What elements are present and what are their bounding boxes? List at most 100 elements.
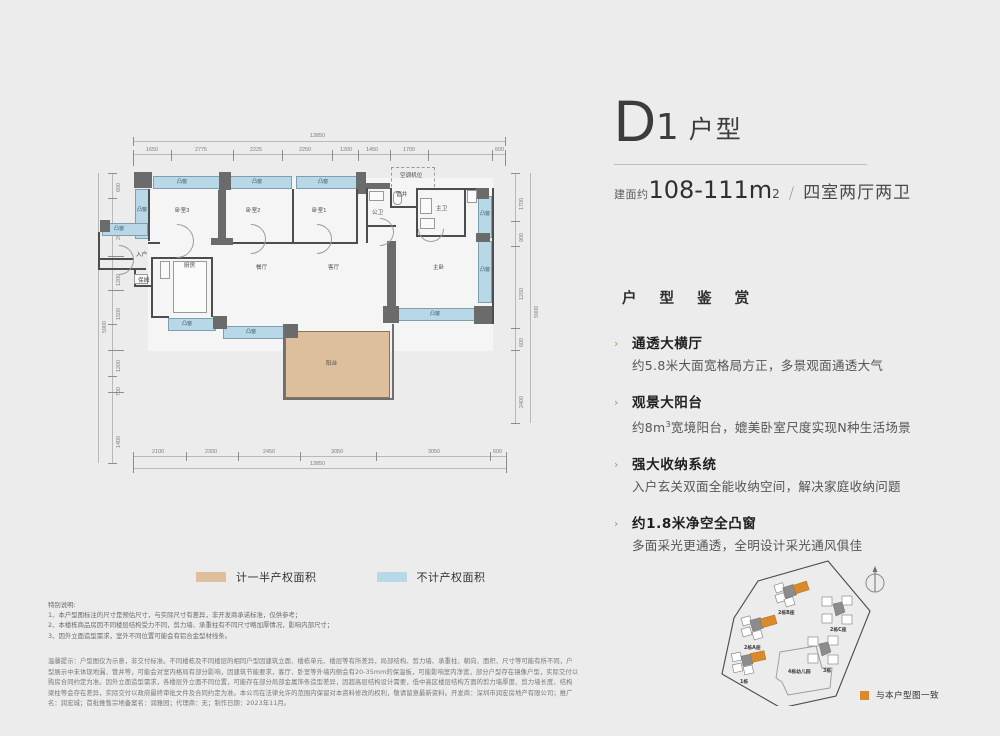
dim-bot-0: 2100 — [152, 449, 164, 455]
room-label-bedroom2: 卧室2 — [246, 208, 261, 214]
legend-label-half: 计一半产权面积 — [236, 571, 317, 584]
tower-label-2c: 2栋C座 — [830, 628, 847, 633]
feature-item: › 观景大阳台 约8m3宽境阳台，媲美卧室尺度实现N种生活场景 — [614, 395, 974, 436]
room-label-living: 客厅 — [328, 265, 340, 271]
wall-line — [356, 189, 358, 244]
wall-line — [148, 189, 150, 241]
stove-fixture — [160, 261, 170, 279]
north-arrow-icon — [862, 563, 888, 601]
wall-line — [233, 242, 293, 244]
site-plan: 2栋B座 2栋C座 — [718, 556, 908, 709]
special-note-line: 1、本户型图标注的尺寸是预估尺寸，与实际尺寸有差异，非开发商承诺标准，仅供参考； — [48, 611, 302, 619]
dim-right-2: 1250 — [519, 288, 525, 300]
structural-wall — [474, 306, 492, 324]
dim-top-7: 600 — [495, 147, 504, 153]
unit-title: D 1 户型 — [614, 88, 974, 151]
room-label-bedroom1: 卧室1 — [312, 208, 327, 214]
tower-1 — [730, 648, 774, 684]
dim-top-2: 2225 — [250, 147, 262, 153]
balcony-area — [285, 331, 390, 398]
dim-bot-3: 3050 — [331, 449, 343, 455]
wall-line — [416, 235, 466, 237]
tower-label-kindergarten: 4栋幼儿园 — [788, 670, 811, 675]
counter-fixture — [173, 261, 207, 313]
dim-bot-2: 2450 — [263, 449, 275, 455]
tower-2b — [773, 580, 817, 613]
ac-platform — [391, 167, 435, 187]
wall-line — [211, 257, 213, 317]
dim-right-1: 900 — [519, 233, 525, 242]
legal-notice: 温馨提示：户型图仅为示意，非交付标准。不同楼栋及不同楼层的相同户型因建筑立面、楼… — [48, 657, 958, 710]
tower-label-3: 3栋 — [823, 669, 832, 674]
wall-line — [283, 324, 285, 400]
dim-top-1: 2775 — [195, 147, 207, 153]
wall-line — [151, 316, 169, 318]
structural-wall — [213, 316, 227, 329]
dim-left-total: 5900 — [102, 321, 108, 333]
legend-item-half-area: 计一半产权面积 — [196, 569, 317, 585]
wall-line — [294, 242, 357, 244]
feature-item: › 强大收纳系统 入户玄关双面全能收纳空间，解决家庭收纳问题 — [614, 457, 974, 495]
room-fill-master — [388, 246, 493, 351]
room-label-maid: 保姆 — [138, 278, 150, 284]
wall-line — [98, 268, 146, 270]
dim-bot-5: 600 — [493, 449, 502, 455]
feature-desc: 约8m3宽境阳台，媲美卧室尺度实现N种生活场景 — [632, 417, 974, 436]
sink-fixture — [420, 218, 435, 229]
dim-left-4: 1200 — [116, 360, 122, 372]
legal-notice-line: 梁柱等会存在差异，实际交付以政府最终审批文件及合同约定为准。本公司在法律允许的范… — [48, 689, 573, 697]
room-label-kitchen: 厨房 — [184, 263, 196, 269]
structural-wall — [383, 306, 399, 323]
floor-plan: 13850 1650 2775 2225 2250 1200 1450 1700… — [78, 128, 548, 488]
feature-item: › 通透大横厅 约5.8米大面宽格局方正，多景观面通透大气 — [614, 336, 974, 374]
feature-desc-sup: 3 — [665, 420, 671, 429]
chevron-right-icon: › — [614, 396, 619, 409]
chevron-right-icon: › — [614, 337, 619, 350]
wall-line — [283, 398, 393, 400]
bay-label: 凸窗 — [246, 329, 257, 335]
appreciation-title: 户 型 鉴 赏 — [622, 291, 759, 307]
wall-line — [98, 232, 100, 270]
dim-top-6: 1700 — [403, 147, 415, 153]
special-note-title: 特别说明: — [48, 601, 76, 609]
bay-label: 凸窗 — [182, 321, 193, 327]
structural-wall — [366, 183, 390, 189]
wall-line — [148, 242, 160, 244]
wall-line — [492, 188, 494, 324]
feature-desc-pre: 约8m — [632, 420, 666, 436]
room-label-bedroom3: 卧室3 — [175, 208, 190, 214]
site-legend: 与本户型图一致 — [860, 689, 939, 701]
bay-label: 凸窗 — [318, 179, 329, 185]
unit-suffix: 户型 — [688, 115, 743, 144]
wall-line — [151, 259, 153, 317]
bay-window — [478, 196, 492, 238]
room-label-shaft: 管井 — [396, 192, 408, 198]
wall-line — [390, 206, 417, 208]
feature-desc: 入户玄关双面全能收纳空间，解决家庭收纳问题 — [632, 479, 901, 495]
area-legend: 计一半产权面积 不计产权面积 — [196, 569, 486, 585]
room-fill-bedrooms — [148, 178, 363, 248]
special-note: 特别说明: 1、本户型图标注的尺寸是预估尺寸，与实际尺寸有差异，非开发商承诺标准… — [48, 600, 478, 641]
dim-left-2: 1200 — [116, 274, 122, 286]
dim-right-3: 600 — [519, 338, 525, 347]
room-label-dining: 餐厅 — [256, 265, 268, 271]
wall-line — [134, 285, 152, 287]
site-boundary — [721, 560, 871, 709]
bay-label: 凸窗 — [177, 179, 188, 185]
wall-line — [366, 188, 368, 243]
structural-wall — [211, 238, 233, 245]
dim-total-width: 13850 — [310, 133, 325, 139]
room-label-ac-unit: 空调机位 — [400, 173, 423, 179]
dim-left-5: 700 — [116, 387, 122, 396]
legend-label-none: 不计产权面积 — [416, 571, 486, 584]
area-separator: / — [788, 183, 795, 202]
wall-line — [366, 225, 396, 227]
toilet-fixture — [393, 191, 402, 205]
tower-label-2b: 2栋B座 — [778, 611, 795, 616]
cabinet-fixture — [134, 274, 148, 284]
dim-bot-1: 2300 — [205, 449, 217, 455]
dim-top-0: 1650 — [146, 147, 158, 153]
